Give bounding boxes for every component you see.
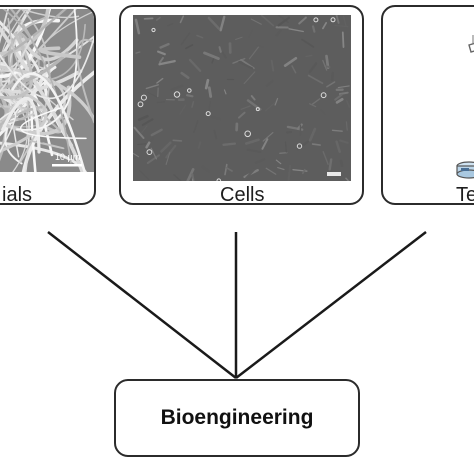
materials-panel: 10 µm ials	[0, 5, 96, 205]
technologies-panel: Te	[381, 5, 474, 205]
connector-materials	[47, 231, 237, 379]
cells-label: Cells	[220, 184, 265, 205]
cell-culture-image	[133, 15, 351, 181]
materials-label: ials	[2, 184, 33, 205]
scale-bar-label: 10 µm	[55, 152, 80, 162]
fiber-mesh-image: 10 µm	[0, 9, 94, 172]
scale-bar	[52, 164, 82, 167]
scale-bar	[327, 172, 341, 176]
connector-technologies	[235, 231, 427, 379]
petri-dish-icon	[456, 161, 474, 179]
bioengineering-label: Bioengineering	[160, 406, 314, 429]
bioengineering-box: Bioengineering	[114, 379, 360, 457]
technologies-label: Te	[456, 184, 474, 205]
cells-panel: Cells	[119, 5, 364, 205]
equipment-illustration	[456, 35, 474, 179]
